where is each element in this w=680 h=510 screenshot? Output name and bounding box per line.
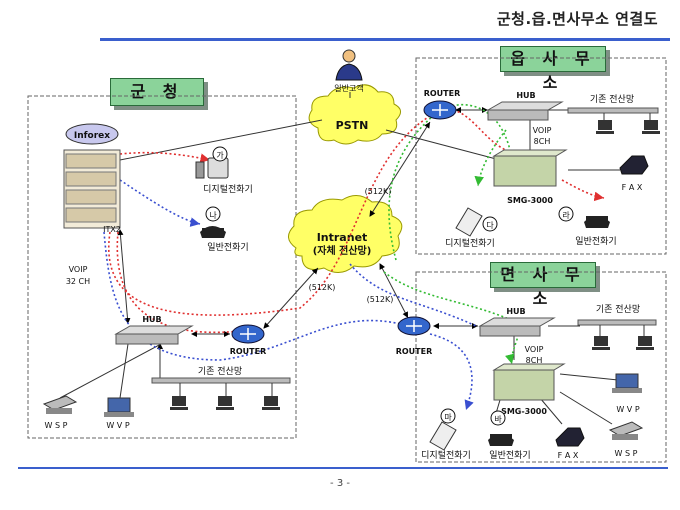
hub-label-myeon: HUB	[506, 307, 525, 316]
wsp-label-myeon: W S P	[615, 449, 638, 458]
smg3000-myeon: SMG-3000	[492, 363, 566, 416]
intranet-label-2: (자체 전산망)	[313, 244, 372, 257]
legacy-pcs-eup	[596, 120, 660, 134]
footer-rule	[18, 467, 668, 469]
hub-myeon: HUB	[478, 307, 556, 337]
digital-phone-label-gun: 디지털전화기	[203, 183, 253, 195]
mark-da: 다	[486, 221, 494, 230]
hub-gun: HUB	[114, 315, 194, 345]
voip-gun-label-1: VOIP	[69, 265, 88, 274]
smg-label-eup: SMG-3000	[507, 196, 553, 205]
wvp-phone-myeon: W V P	[612, 373, 642, 414]
general-phone-eup: 라 일반전화기	[558, 206, 617, 247]
myeon-office-boundary	[415, 271, 667, 463]
page-title: 군청.읍.면사무소 연결도	[496, 10, 658, 28]
router-eup: ROUTER	[423, 89, 461, 120]
page-number: - 3 -	[330, 478, 350, 489]
fax-eup: F A X	[619, 155, 649, 192]
legacy-lan-eup: 기존 전산망	[567, 94, 659, 120]
legacy-pcs-myeon	[592, 336, 654, 350]
router-gun: ROUTER	[230, 324, 267, 356]
digital-phone-eup: 다 디지털전화기	[445, 207, 498, 249]
wsp-label-gun: W S P	[45, 421, 68, 430]
mark-ra: 라	[562, 211, 570, 220]
voip-gun-label-2: 32 CH	[66, 277, 90, 286]
general-phone-label-myeon: 일반전화기	[489, 450, 530, 461]
office-tab-myeon: 면 사 무 소	[490, 262, 596, 308]
mark-ba: 바	[494, 414, 502, 424]
fax-myeon: F A X	[555, 427, 585, 460]
wsp-phone-gun: W S P	[42, 395, 78, 430]
smg-label-myeon: SMG-3000	[501, 407, 547, 416]
fax-label-eup: F A X	[622, 183, 643, 192]
legacy-lan-myeon: 기존 전산망	[577, 304, 657, 336]
mark-ga: 가	[216, 151, 224, 160]
intranet-label-1: Intranet	[317, 231, 368, 244]
wsp-phone-myeon: W S P	[608, 421, 644, 458]
general-phone-myeon: 바 일반전화기	[488, 410, 531, 461]
wvp-label-myeon: W V P	[616, 405, 639, 414]
legacy-pcs-gun	[170, 396, 280, 410]
intranet-cloud: Intranet (자체 전산망)	[288, 195, 403, 273]
digital-phone-myeon: 마 디지털전화기	[421, 408, 471, 461]
voip-eup-label-1: VOIP	[533, 126, 552, 135]
digital-phone-label-eup: 디지털전화기	[445, 237, 495, 249]
hub-label-eup: HUB	[516, 91, 535, 100]
gun-office-boundary	[27, 95, 297, 439]
voip-myeon-label-2: 8CH	[526, 356, 543, 365]
fax-label-myeon: F A X	[558, 451, 579, 460]
general-phone-label-gun: 일반전화기	[207, 242, 248, 253]
header-rule	[100, 38, 670, 41]
general-customer-icon: 일반고객	[334, 49, 364, 93]
call-paths	[103, 103, 605, 411]
mark-na: 나	[209, 211, 217, 220]
router-label-eup: ROUTER	[424, 89, 461, 98]
bw-label-myeon: (512K)	[367, 295, 394, 304]
legacy-net-label-eup: 기존 전산망	[590, 94, 634, 105]
wvp-label-gun: W V P	[106, 421, 129, 430]
general-phone-gun: 나 일반전화기	[200, 206, 249, 253]
wvp-phone-gun: W V P	[104, 397, 134, 430]
mark-ma: 마	[444, 413, 452, 422]
bw-label-eup: (512K)	[365, 187, 392, 196]
voip-eup-label-2: 8CH	[534, 137, 551, 146]
voip-myeon-label-1: VOIP	[525, 345, 544, 354]
itx2-exchange-icon: Inforex ITX2	[63, 123, 121, 234]
office-tab-gun: 군 청	[110, 78, 204, 106]
digital-phone-label-myeon: 디지털전화기	[421, 449, 471, 461]
pstn-cloud: PSTN	[308, 84, 401, 145]
hub-eup: HUB	[486, 91, 564, 121]
general-phone-label-eup: 일반전화기	[575, 236, 616, 247]
smg3000-eup: SMG-3000	[492, 149, 568, 205]
bw-label-gun: (512K)	[309, 283, 336, 292]
digital-phone-gun: 가 디지털전화기	[195, 146, 253, 195]
inforex-label: Inforex	[74, 131, 110, 141]
legacy-net-label-myeon: 기존 전산망	[596, 304, 640, 315]
router-myeon: ROUTER	[396, 316, 433, 356]
router-label-gun: ROUTER	[230, 347, 267, 356]
legacy-net-label-gun: 기존 전산망	[198, 366, 242, 377]
hub-label-gun: HUB	[142, 315, 161, 324]
pstn-label: PSTN	[336, 119, 369, 132]
legacy-lan-gun: 기존 전산망	[151, 366, 291, 396]
router-label-myeon: ROUTER	[396, 347, 433, 356]
general-customer-label: 일반고객	[334, 83, 363, 93]
itx2-label: ITX2	[103, 225, 121, 234]
